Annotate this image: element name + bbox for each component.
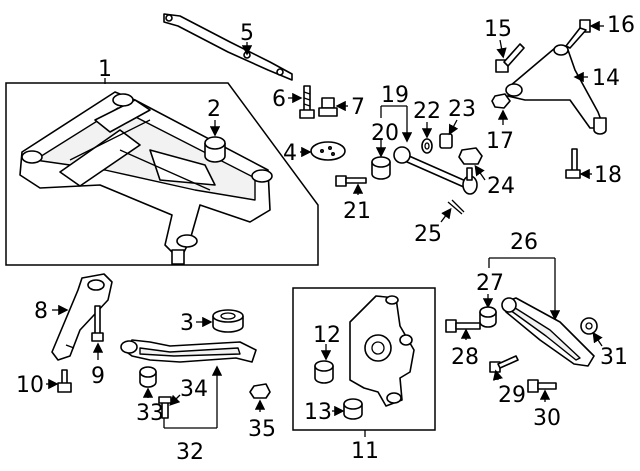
nut-17 bbox=[491, 93, 511, 109]
callout-9: 9 bbox=[91, 364, 105, 389]
callout-34: 34 bbox=[180, 377, 208, 402]
subframe-callout-box bbox=[5, 82, 319, 266]
nut-7 bbox=[318, 97, 338, 117]
reinforcement-bar bbox=[163, 13, 293, 81]
callout-14: 14 bbox=[592, 66, 620, 91]
callout-6: 6 bbox=[272, 87, 286, 112]
subframe-crossmember bbox=[19, 91, 273, 265]
plate-4 bbox=[310, 141, 346, 161]
callout-1: 1 bbox=[98, 57, 112, 82]
callout-11: 11 bbox=[351, 439, 379, 464]
callout-5: 5 bbox=[240, 21, 254, 46]
callout-8: 8 bbox=[34, 299, 48, 324]
callout-35: 35 bbox=[248, 417, 276, 442]
bolt-9 bbox=[91, 305, 104, 342]
bolt-10 bbox=[57, 369, 72, 393]
lower-lateral-link bbox=[501, 297, 595, 367]
callout-10: 10 bbox=[16, 373, 44, 398]
bushing-20 bbox=[371, 156, 391, 180]
callout-26: 26 bbox=[510, 230, 538, 255]
knuckle-bushing-12 bbox=[314, 360, 334, 384]
callout-21: 21 bbox=[343, 199, 371, 224]
callout-27: 27 bbox=[476, 271, 504, 296]
callout-32: 32 bbox=[176, 440, 204, 465]
bolt-28 bbox=[445, 319, 481, 333]
callout-28: 28 bbox=[451, 345, 479, 370]
cotter-pin-25 bbox=[447, 199, 465, 215]
nut-24 bbox=[458, 147, 483, 165]
callout-30: 30 bbox=[533, 406, 561, 431]
rear-knuckle bbox=[349, 295, 415, 407]
bolt-6 bbox=[299, 85, 315, 119]
knuckle-callout-box bbox=[292, 287, 436, 431]
bushing-31 bbox=[580, 317, 598, 335]
bushing-33 bbox=[139, 366, 157, 388]
callout-20: 20 bbox=[371, 121, 399, 146]
subframe-bushing bbox=[204, 136, 226, 163]
callout-18: 18 bbox=[594, 163, 622, 188]
callout-2: 2 bbox=[207, 97, 221, 122]
washer-22 bbox=[421, 138, 433, 154]
callout-3: 3 bbox=[180, 311, 194, 336]
callout-24: 24 bbox=[487, 174, 515, 199]
nut-35 bbox=[249, 383, 271, 399]
callout-25: 25 bbox=[414, 222, 442, 247]
callout-19: 19 bbox=[381, 83, 409, 108]
lower-control-arm bbox=[120, 339, 257, 363]
callout-16: 16 bbox=[607, 13, 635, 38]
bolt-29 bbox=[489, 355, 519, 373]
callout-17: 17 bbox=[486, 129, 514, 154]
bushing-27 bbox=[479, 306, 497, 328]
bolt-16 bbox=[565, 19, 591, 49]
callout-22: 22 bbox=[413, 99, 441, 124]
upper-control-arm bbox=[505, 44, 607, 135]
callout-4: 4 bbox=[283, 141, 297, 166]
callout-33: 33 bbox=[136, 401, 164, 426]
callout-29: 29 bbox=[498, 383, 526, 408]
nut-23 bbox=[439, 133, 453, 149]
lateral-link-rod bbox=[393, 146, 478, 195]
bolt-21 bbox=[335, 175, 367, 187]
callout-13: 13 bbox=[304, 400, 332, 425]
callout-31: 31 bbox=[600, 345, 628, 370]
callout-7: 7 bbox=[351, 95, 365, 120]
bolt-18 bbox=[565, 148, 581, 179]
callout-23: 23 bbox=[448, 97, 476, 122]
bolt-30 bbox=[527, 379, 557, 393]
callout-12: 12 bbox=[313, 323, 341, 348]
knuckle-bushing-13 bbox=[343, 398, 363, 420]
bracket-8 bbox=[51, 273, 113, 361]
bushing-3 bbox=[212, 309, 244, 333]
callout-15: 15 bbox=[484, 17, 512, 42]
bolt-15 bbox=[495, 43, 525, 73]
